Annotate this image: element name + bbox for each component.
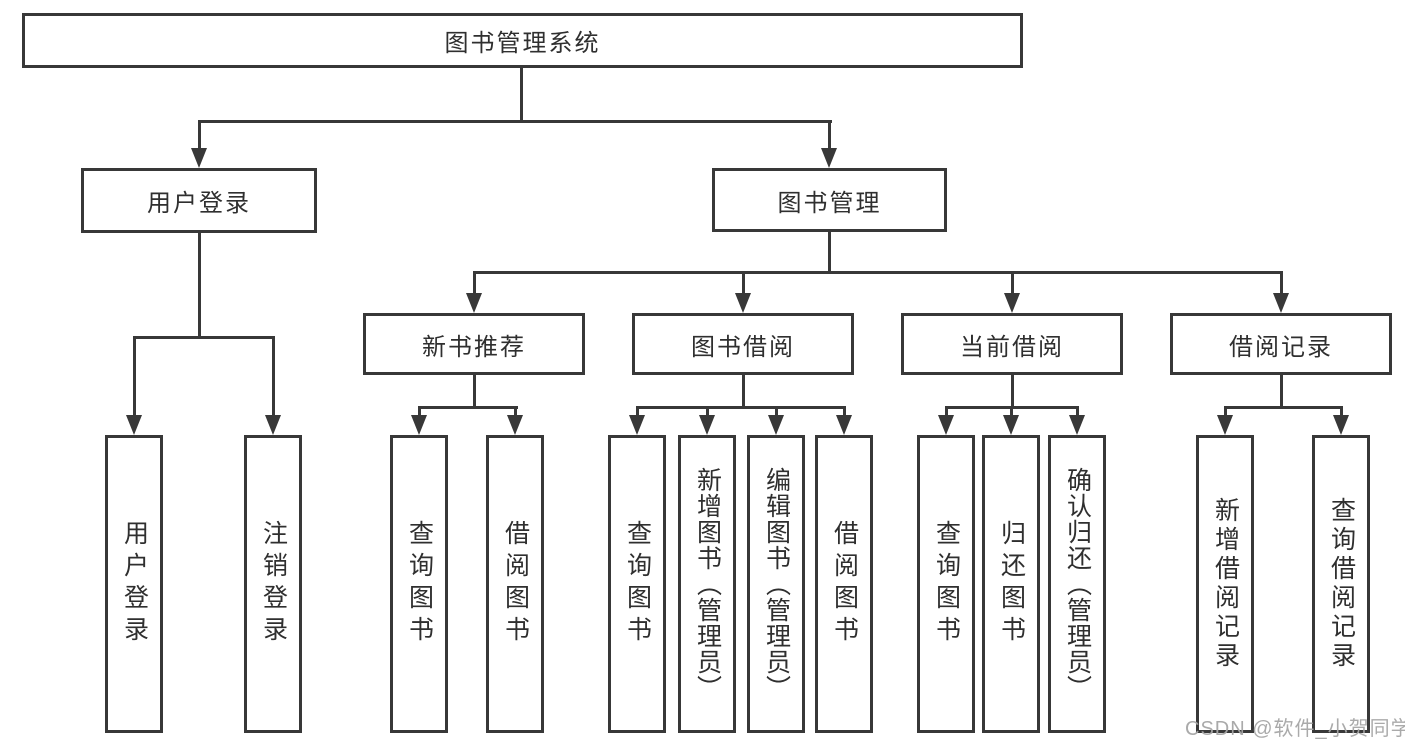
node-leaf-return-books: 归还图书 [982,435,1040,733]
node-label: 借阅图书 [830,520,859,648]
connector-line [775,406,778,418]
arrow-down-icon [629,415,645,435]
connector-line [473,271,476,295]
connector-line [706,406,709,418]
arrow-down-icon [1003,415,1019,435]
connector-line [636,406,846,409]
node-user-login: 用户登录 [81,168,317,233]
connector-line [418,406,421,418]
arrow-down-icon [507,415,523,435]
node-leaf-borrow-books: 借阅图书 [815,435,873,733]
arrow-down-icon [1217,415,1233,435]
connector-line [473,375,476,409]
node-label: 查询图书 [623,520,652,648]
node-leaf-borrow-books-recommend: 借阅图书 [486,435,544,733]
node-leaf-logout: 注销登录 [244,435,302,733]
node-leaf-query-borrow-record: 查询借阅记录 [1312,435,1370,733]
arrow-down-icon [411,415,427,435]
connector-line [1011,375,1014,409]
node-label: 新书推荐 [422,333,526,361]
node-borrowing-records: 借阅记录 [1170,313,1392,375]
connector-line [828,232,831,274]
connector-line [828,120,831,152]
node-leaf-add-borrow-record: 新增借阅记录 [1196,435,1254,733]
node-leaf-query-books-current: 查询图书 [917,435,975,733]
connector-line [198,120,201,152]
arrow-down-icon [735,293,751,313]
connector-line [473,271,1283,274]
node-label: 新增图书（管理员） [693,467,722,701]
node-book-borrowing: 图书借阅 [632,313,854,375]
connector-line [1076,406,1079,418]
node-label: 用户登录 [147,190,251,217]
connector-line [1280,375,1283,409]
connector-line [198,120,832,123]
connector-line [272,336,275,418]
node-label: 图书管理 [777,189,882,217]
node-label: 查询图书 [405,520,434,648]
arrow-down-icon [191,148,207,168]
node-label: 查询图书 [932,520,961,648]
node-root: 图书管理系统 [22,13,1023,68]
connector-line [1011,271,1014,295]
arrow-down-icon [699,415,715,435]
arrow-down-icon [1069,415,1085,435]
connector-line [198,233,201,339]
connector-line [1280,271,1283,295]
connector-line [520,68,523,123]
arrow-down-icon [1004,293,1020,313]
node-leaf-query-books-borrow: 查询图书 [608,435,666,733]
arrow-down-icon [265,415,281,435]
arrow-down-icon [836,415,852,435]
csdn-watermark: CSDN @软件_小贺同学 [1185,718,1405,740]
connector-line [133,336,275,339]
node-label: 注销登录 [259,520,288,648]
connector-line [1010,406,1013,418]
node-label: 用户登录 [120,520,149,648]
connector-line [742,375,745,409]
arrow-down-icon [1333,415,1349,435]
node-label: 编辑图书（管理员） [762,467,791,701]
arrow-down-icon [938,415,954,435]
node-label: 图书借阅 [691,333,795,361]
connector-line [742,271,745,295]
connector-line [514,406,517,418]
node-label: 当前借阅 [960,333,1064,361]
arrow-down-icon [126,415,142,435]
arrow-down-icon [768,415,784,435]
connector-line [843,406,846,418]
arrow-down-icon [466,293,482,313]
node-label: 归还图书 [997,520,1026,648]
node-label: 借阅图书 [501,520,530,648]
node-label: 查询借阅记录 [1327,497,1356,671]
connector-line [1340,406,1343,418]
node-leaf-query-books-recommend: 查询图书 [390,435,448,733]
arrow-down-icon [1273,293,1289,313]
node-label: 图书管理系统 [444,30,601,57]
connector-line [636,406,639,418]
arrow-down-icon [821,148,837,168]
connector-line [1224,406,1227,418]
node-label: 确认归还（管理员） [1063,467,1092,701]
node-leaf-edit-books-admin: 编辑图书（管理员） [747,435,805,733]
node-book-management: 图书管理 [712,168,947,232]
node-new-book-recommendation: 新书推荐 [363,313,585,375]
connector-line [418,406,518,409]
node-label: 借阅记录 [1229,333,1333,361]
node-current-borrowing: 当前借阅 [901,313,1123,375]
node-leaf-user-login: 用户登录 [105,435,163,733]
node-label: 新增借阅记录 [1211,497,1240,671]
connector-line [133,336,136,418]
connector-line [945,406,948,418]
connector-line [1224,406,1343,409]
node-leaf-confirm-return-admin: 确认归还（管理员） [1048,435,1106,733]
node-leaf-add-books-admin: 新增图书（管理员） [678,435,736,733]
